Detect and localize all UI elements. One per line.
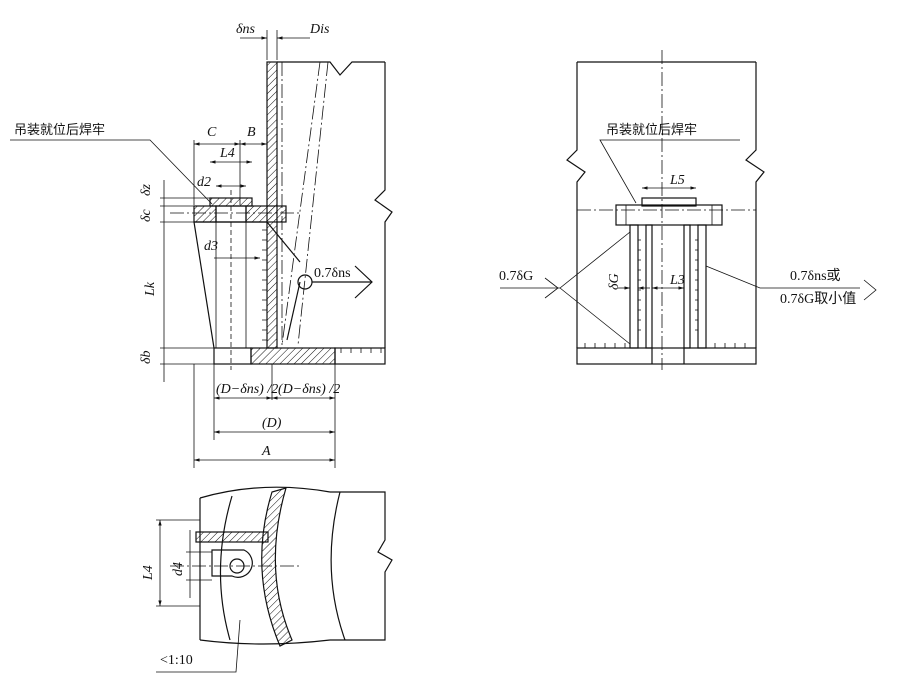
- weld-note-left: 吊装就位后焊牢: [14, 122, 105, 138]
- break-top: [277, 61, 385, 76]
- shell-plate: [266, 61, 278, 349]
- left-section-view: δns Dis 吊装就位后焊牢 C B L4 d2 δz δc Lk δb d3…: [10, 22, 393, 468]
- weld-note-right: 吊装就位后焊牢: [606, 122, 697, 138]
- arc-2: [330, 491, 346, 641]
- label-L4-bottom: L4: [141, 565, 156, 581]
- weld-leader-1: [266, 221, 301, 263]
- label-delta-ns: δns: [236, 22, 256, 37]
- label-d4: d4: [171, 562, 186, 576]
- right-front-view: 吊装就位后焊牢 L5 0.7δG δG L3 0.7δns或 0.7δG取小值: [499, 50, 877, 370]
- label-half-right: (D−δns) /2: [278, 382, 340, 397]
- break-right: [374, 62, 393, 348]
- label-half-left: (D−δns) /2: [216, 382, 278, 397]
- label-delta-G: δG: [607, 273, 622, 290]
- cone-line-1: [281, 61, 321, 346]
- plan-bottom-edge: [199, 639, 331, 645]
- gusset-ticks: [584, 239, 746, 348]
- label-B: B: [247, 125, 256, 140]
- label-delta-z: δz: [139, 183, 154, 196]
- bottom-plan-view: L4 d4 <1:10: [141, 486, 393, 673]
- weld-arrow-right: [863, 279, 877, 301]
- slot: [211, 549, 253, 578]
- label-D: (D): [262, 416, 282, 431]
- label-fillet-choice-2: 0.7δG取小值: [780, 291, 856, 307]
- label-d2: d2: [197, 175, 211, 190]
- label-Lk: Lk: [143, 281, 158, 297]
- base-left: [213, 347, 252, 365]
- base-plate: [250, 347, 336, 365]
- note-leader: [599, 139, 740, 204]
- base-plate: [576, 347, 757, 365]
- frame-left: [566, 62, 586, 348]
- gusset-2: [645, 224, 653, 349]
- label-fillet-G: 0.7δG: [499, 269, 533, 284]
- slope-leader: [156, 619, 241, 673]
- label-delta-c: δc: [139, 208, 154, 222]
- weld-arrow-G: [544, 277, 559, 299]
- label-delta-b: δb: [139, 350, 154, 364]
- arc-1: [219, 495, 233, 641]
- label-d3: d3: [204, 239, 218, 254]
- weld-leader-2: [286, 281, 301, 341]
- plan-top-edge: [199, 486, 331, 499]
- top-plate: [615, 204, 723, 226]
- gusset-1: [629, 224, 639, 349]
- label-D-is: Dis: [309, 22, 330, 37]
- leader-right: [705, 265, 860, 289]
- foundation: [334, 347, 386, 365]
- label-C: C: [207, 125, 217, 140]
- note-leader: [10, 139, 213, 205]
- cone-line-2: [297, 61, 329, 346]
- gusset-edge: [193, 221, 215, 349]
- label-fillet-ns: 0.7δns: [314, 266, 351, 281]
- label-L4: L4: [219, 146, 235, 161]
- gusset-3: [683, 224, 691, 349]
- shell-arc: [261, 487, 293, 647]
- frame-right: [745, 62, 765, 348]
- plan-plate: [195, 531, 269, 543]
- weld-arrow-head: [354, 265, 373, 299]
- label-fillet-choice-1: 0.7δns或: [790, 268, 841, 284]
- gusset-4: [697, 224, 707, 349]
- top-plate-right: [245, 205, 287, 223]
- label-L3: L3: [669, 273, 685, 288]
- label-L5: L5: [669, 173, 685, 188]
- leader-G-2: [559, 287, 631, 345]
- plan-right-break: [330, 491, 393, 641]
- cap-plate: [641, 197, 697, 207]
- label-slope: <1:10: [160, 653, 193, 668]
- label-A: A: [261, 444, 271, 459]
- weld-ticks: [262, 229, 382, 353]
- top-plate-left: [193, 205, 217, 223]
